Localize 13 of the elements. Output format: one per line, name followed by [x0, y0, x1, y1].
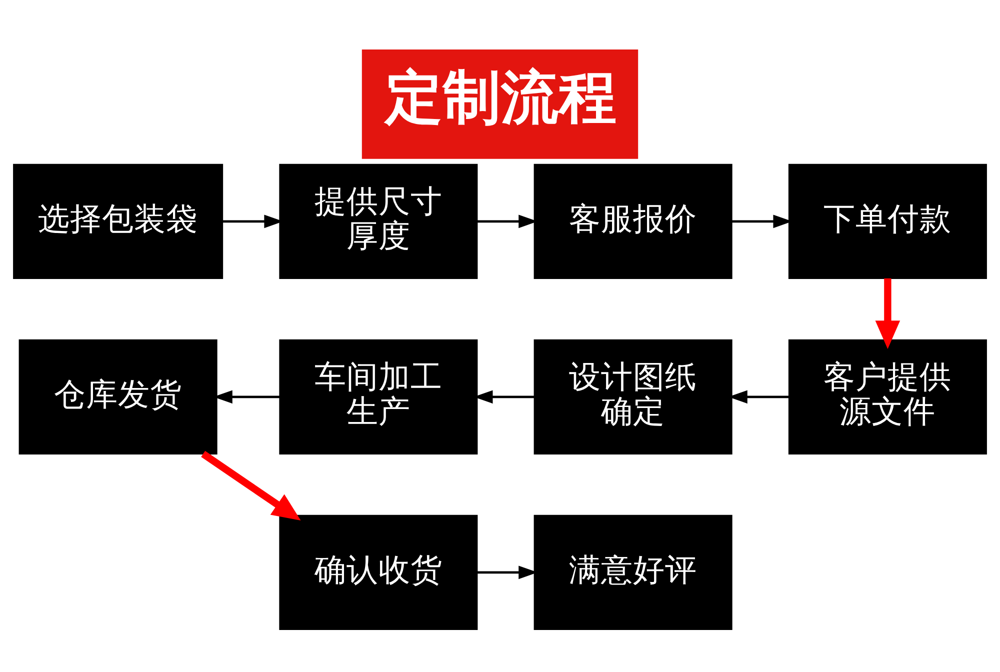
arrow — [201, 450, 301, 520]
node-box: 车间加工生产 — [279, 338, 478, 454]
arrow — [875, 278, 900, 348]
node-box: 客服报价 — [534, 163, 732, 278]
node-box: 下单付款 — [788, 163, 987, 278]
node-box: 选择包装袋 — [13, 163, 224, 278]
node-box: 满意好评 — [534, 514, 732, 630]
diagram-title: 定制流程 — [384, 66, 617, 130]
node-box: 仓库发货 — [18, 338, 218, 454]
node-box: 提供尺寸厚度 — [279, 163, 478, 278]
node-box: 客户提供源文件 — [788, 338, 987, 454]
node-box: 设计图纸确定 — [534, 338, 732, 454]
node-box: 确认收货 — [279, 514, 478, 630]
